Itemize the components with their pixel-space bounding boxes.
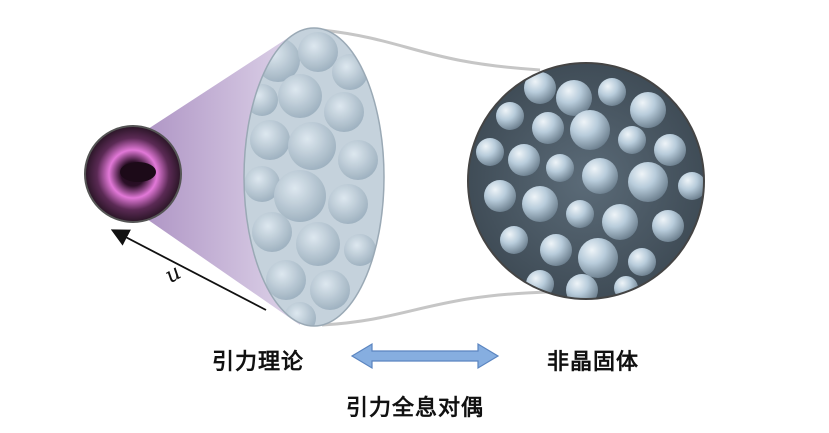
- black-hole-icon: [84, 125, 182, 223]
- tube-outline-bottom: [321, 290, 551, 327]
- tube-outline-top: [321, 28, 541, 72]
- label-holographic-duality: 引力全息对偶: [346, 396, 485, 421]
- label-amorphous-solid: 非晶固体: [547, 350, 640, 375]
- label-gravity-theory: 引力理论: [212, 350, 305, 375]
- duality-double-arrow: [350, 342, 500, 370]
- u-axis-arrow: [110, 229, 267, 311]
- amorphous-solid-disc: [467, 62, 705, 300]
